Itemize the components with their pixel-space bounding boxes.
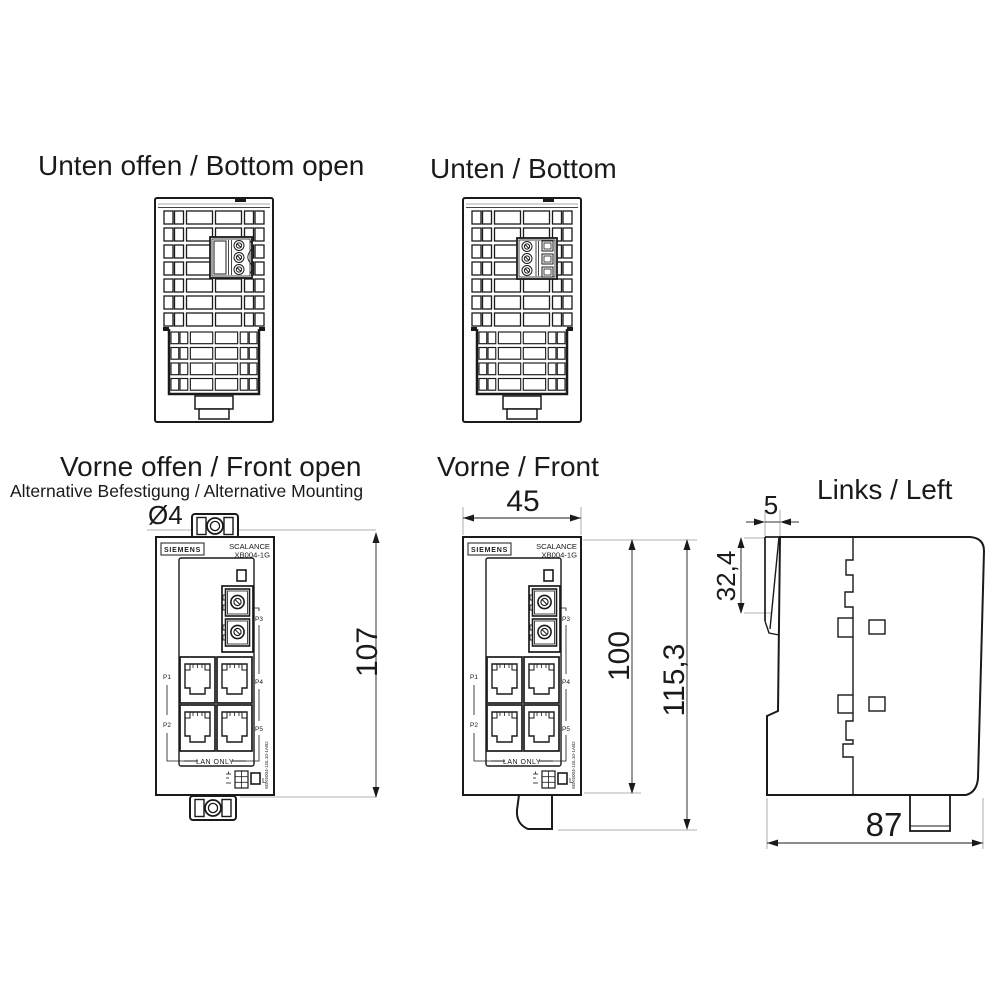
din-rail-release-clip: [515, 794, 553, 830]
dim-flange-height: 32,4: [711, 551, 741, 602]
dim-87: 87: [767, 806, 983, 847]
dim-flange-depth: 5: [764, 490, 778, 520]
view-bottom: Unten / Bottom: [430, 153, 617, 422]
bottom-device: [463, 198, 581, 422]
left-view-housing: [764, 536, 986, 832]
power-terminal-block-open: [209, 236, 253, 279]
front-flange: [764, 536, 780, 636]
top-mounting-tab: [191, 513, 239, 539]
view-bottom-open: Unten offen / Bottom open: [38, 150, 364, 422]
dim-depth: 87: [866, 806, 903, 843]
side-vent-square: [868, 619, 886, 635]
bottom-open-device: [155, 198, 273, 422]
front-device: [463, 537, 581, 795]
dim-front-width: 45: [506, 485, 539, 518]
front-open-device: [156, 537, 274, 795]
view-front-open: Vorne offen / Front open Alternative Bef…: [10, 451, 384, 821]
dim-front-height: 100: [603, 631, 636, 681]
view-title-bottom: Unten / Bottom: [430, 153, 617, 184]
view-front: Vorne / Front 45 100 115,3: [437, 451, 697, 831]
din-rail-clip-side: [909, 794, 951, 832]
dim-100: 100: [603, 539, 636, 794]
bottom-mounting-tab: [189, 795, 237, 821]
side-latch-window: [837, 694, 854, 714]
dim-115-3: 115,3: [658, 539, 691, 830]
power-terminal-block: [516, 237, 558, 280]
dim-front-open-height: 107: [351, 627, 384, 677]
view-title-bottom-open: Unten offen / Bottom open: [38, 150, 364, 181]
view-title-left: Links / Left: [817, 474, 953, 505]
dim-hole-diameter: Ø4: [148, 500, 183, 530]
dim-107: 107: [351, 532, 384, 798]
dim-45: 45: [463, 485, 581, 522]
side-vent-square: [868, 696, 886, 712]
view-subtitle-alternative-mounting: Alternative Befestigung / Alternative Mo…: [10, 481, 363, 501]
view-title-front: Vorne / Front: [437, 451, 599, 482]
dim-5: 5: [746, 490, 799, 526]
side-latch-window: [837, 617, 854, 638]
housing-parting-line: [842, 537, 854, 795]
view-title-front-open: Vorne offen / Front open: [60, 451, 361, 482]
view-left: Links / Left: [711, 474, 986, 849]
dim-32-4: 32,4: [711, 537, 745, 614]
dim-front-total-height: 115,3: [658, 644, 691, 717]
